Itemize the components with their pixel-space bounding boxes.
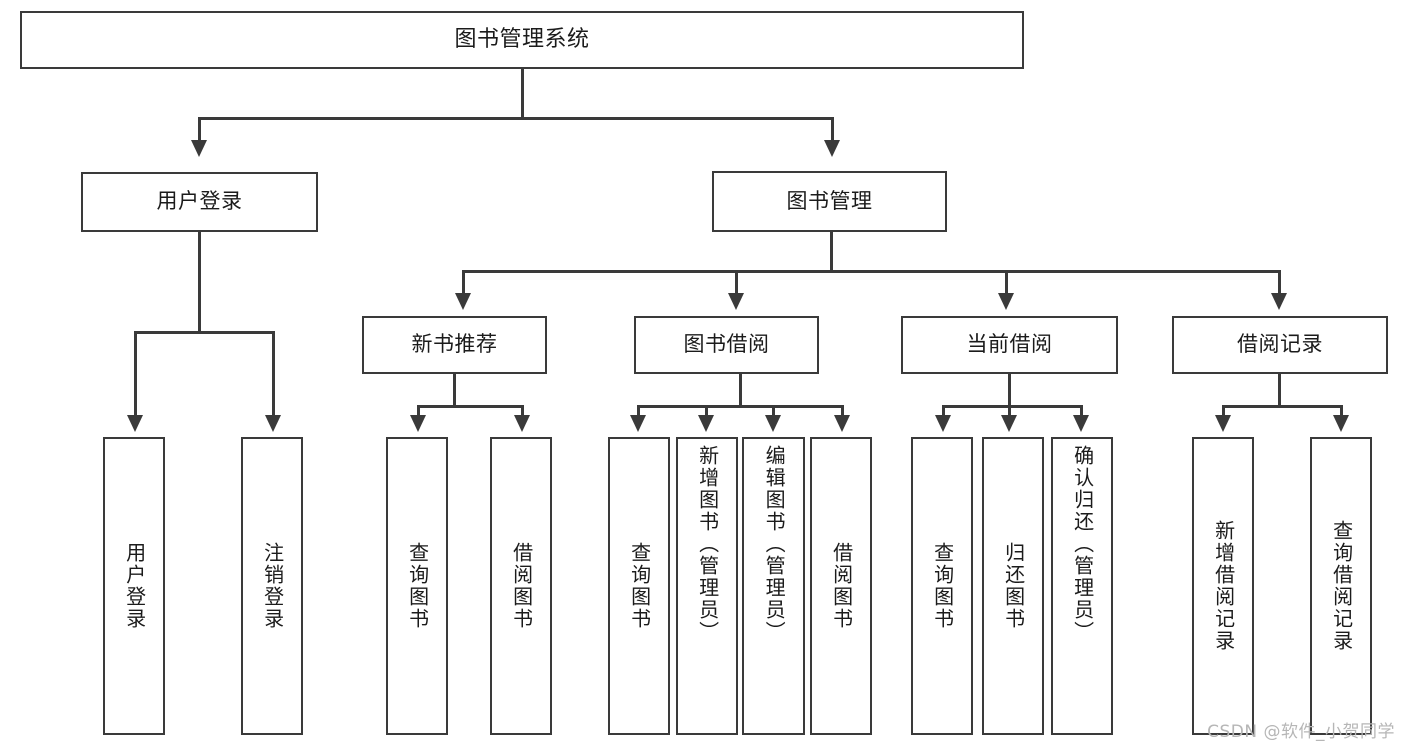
connector-level2-drop-4 xyxy=(1278,270,1281,297)
node-label: 用户登录 xyxy=(122,542,147,630)
connector-current-borrow-bar xyxy=(942,405,1082,408)
leaf-edit-book-admin[interactable]: 编辑图书（管理员） xyxy=(742,437,805,735)
connector-borrow-record-stem xyxy=(1278,374,1281,407)
connector-new-book-drop-1 xyxy=(417,405,420,419)
connector-user-login-bar xyxy=(134,331,274,334)
node-label: 查询借阅记录 xyxy=(1329,520,1354,652)
connector-level2-bar xyxy=(462,270,1280,273)
csdn-watermark: CSDN @软件_小贺同学 xyxy=(1207,722,1395,742)
connector-book-borrow-bar xyxy=(637,405,843,408)
node-label: 借阅记录 xyxy=(1237,332,1323,357)
arrow-to-leaf-borrow-book-1 xyxy=(514,415,530,432)
arrow-to-book-management xyxy=(824,140,840,157)
node-label: 当前借阅 xyxy=(966,332,1053,357)
arrow-to-borrow-record xyxy=(1271,293,1287,310)
arrow-to-current-borrow xyxy=(998,293,1014,310)
connector-level2-drop-3 xyxy=(1005,270,1008,297)
node-label: 图书管理系统 xyxy=(454,26,590,52)
connector-borrow-record-drop-2 xyxy=(1340,405,1343,419)
arrow-to-leaf-query-book-1 xyxy=(410,415,426,432)
node-label: 查询图书 xyxy=(930,542,955,630)
node-label: 新增图书（管理员） xyxy=(695,445,720,643)
arrow-to-book-borrow xyxy=(728,293,744,310)
node-label: 注销登录 xyxy=(260,542,285,630)
node-label: 借阅图书 xyxy=(829,542,854,630)
leaf-borrow-book-recommend[interactable]: 借阅图书 xyxy=(490,437,552,735)
node-label: 查询图书 xyxy=(405,542,430,630)
leaf-user-login[interactable]: 用户登录 xyxy=(103,437,165,735)
arrow-to-leaf-confirm-return xyxy=(1073,415,1089,432)
connector-book-borrow-drop-4 xyxy=(841,405,844,419)
arrow-to-leaf-query-book-2 xyxy=(630,415,646,432)
connector-book-borrow-stem xyxy=(739,374,742,407)
connector-current-borrow-drop-3 xyxy=(1080,405,1083,419)
leaf-add-borrow-record[interactable]: 新增借阅记录 xyxy=(1192,437,1254,735)
arrow-to-leaf-logout xyxy=(265,415,281,432)
node-new-book-recommend[interactable]: 新书推荐 xyxy=(362,316,547,374)
arrow-to-leaf-user-login xyxy=(127,415,143,432)
connector-user-login-drop-1 xyxy=(134,331,137,419)
node-label: 图书管理 xyxy=(786,188,873,213)
connector-level1-drop-right xyxy=(831,117,834,144)
node-label: 新书推荐 xyxy=(411,332,498,357)
leaf-query-book-borrow[interactable]: 查询图书 xyxy=(608,437,670,735)
connector-book-borrow-drop-1 xyxy=(637,405,640,419)
arrow-to-leaf-return-book xyxy=(1001,415,1017,432)
connector-level1-bar xyxy=(198,117,833,120)
node-label: 新增借阅记录 xyxy=(1211,520,1236,652)
leaf-query-book-recommend[interactable]: 查询图书 xyxy=(386,437,448,735)
arrow-to-leaf-query-record xyxy=(1333,415,1349,432)
connector-new-book-drop-2 xyxy=(521,405,524,419)
node-label: 编辑图书（管理员） xyxy=(762,445,787,643)
connector-book-borrow-drop-2 xyxy=(705,405,708,419)
connector-current-borrow-drop-2 xyxy=(1008,405,1011,419)
connector-book-borrow-drop-3 xyxy=(772,405,775,419)
node-root-system[interactable]: 图书管理系统 xyxy=(20,11,1024,69)
arrow-to-leaf-edit-book xyxy=(765,415,781,432)
connector-current-borrow-drop-1 xyxy=(942,405,945,419)
connector-book-management-stem xyxy=(830,232,833,272)
leaf-logout[interactable]: 注销登录 xyxy=(241,437,303,735)
connector-borrow-record-drop-1 xyxy=(1222,405,1225,419)
arrow-to-user-login xyxy=(191,140,207,157)
connector-level1-drop-left xyxy=(198,117,201,144)
arrow-to-leaf-borrow-book-2 xyxy=(834,415,850,432)
connector-user-login-stem xyxy=(198,232,201,333)
arrow-to-leaf-add-book xyxy=(698,415,714,432)
node-borrow-record[interactable]: 借阅记录 xyxy=(1172,316,1388,374)
leaf-confirm-return-admin[interactable]: 确认归还（管理员） xyxy=(1051,437,1113,735)
connector-level2-drop-2 xyxy=(735,270,738,297)
leaf-add-book-admin[interactable]: 新增图书（管理员） xyxy=(676,437,738,735)
connector-root-stem xyxy=(521,69,524,119)
node-label: 用户登录 xyxy=(156,189,243,214)
node-label: 图书借阅 xyxy=(683,332,770,357)
node-user-login[interactable]: 用户登录 xyxy=(81,172,318,232)
leaf-borrow-book[interactable]: 借阅图书 xyxy=(810,437,872,735)
connector-current-borrow-stem xyxy=(1008,374,1011,407)
node-book-management[interactable]: 图书管理 xyxy=(712,171,947,232)
node-label: 借阅图书 xyxy=(509,542,534,630)
connector-borrow-record-bar xyxy=(1222,405,1342,408)
connector-new-book-bar xyxy=(417,405,523,408)
node-label: 确认归还（管理员） xyxy=(1070,445,1095,643)
arrow-to-leaf-query-book-3 xyxy=(935,415,951,432)
leaf-return-book[interactable]: 归还图书 xyxy=(982,437,1044,735)
arrow-to-new-book-recommend xyxy=(455,293,471,310)
leaf-query-borrow-record[interactable]: 查询借阅记录 xyxy=(1310,437,1372,735)
arrow-to-leaf-add-record xyxy=(1215,415,1231,432)
node-current-borrow[interactable]: 当前借阅 xyxy=(901,316,1118,374)
connector-level2-drop-1 xyxy=(462,270,465,297)
node-label: 归还图书 xyxy=(1001,542,1026,630)
connector-new-book-stem xyxy=(453,374,456,407)
node-label: 查询图书 xyxy=(627,542,652,630)
leaf-query-book-current[interactable]: 查询图书 xyxy=(911,437,973,735)
connector-user-login-drop-2 xyxy=(272,331,275,419)
node-book-borrow[interactable]: 图书借阅 xyxy=(634,316,819,374)
